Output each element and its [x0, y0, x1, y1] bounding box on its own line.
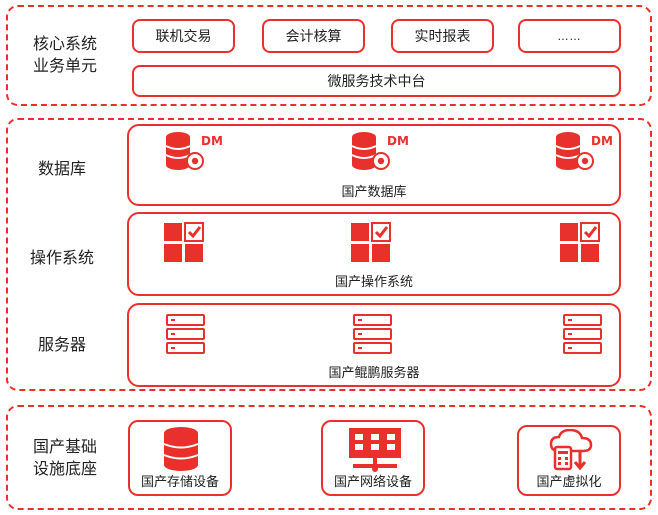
infra-item-network: 国产网络设备 — [321, 420, 425, 496]
app-box-more: …… — [518, 19, 621, 53]
core-zone-label: 核心系统 业务单元 — [32, 34, 97, 75]
platform-box: 微服务技术中台 — [132, 65, 621, 97]
dm-badge: DM — [591, 134, 613, 148]
server-panel-label: 国产鲲鹏服务器 — [328, 366, 420, 381]
infra-item-virtualization: 国产虚拟化 — [517, 425, 621, 496]
os-panel-label: 国产操作系统 — [334, 275, 413, 290]
database-panel-label: 国产数据库 — [341, 185, 407, 200]
database-icon: DM — [555, 131, 617, 173]
dm-badge: DM — [201, 134, 223, 148]
window-grid-check-icon — [350, 222, 392, 264]
middle-zone — [6, 118, 652, 391]
server-rack-icon — [166, 313, 206, 355]
infra-item-label: 国产网络设备 — [333, 475, 412, 490]
database-icon: DM — [351, 131, 413, 173]
infra-item-storage: 国产存储设备 — [128, 420, 232, 496]
app-box-realtime-report: 实时报表 — [391, 19, 494, 53]
os-label: 操作系统 — [29, 248, 94, 267]
infra-item-label: 国产虚拟化 — [536, 475, 602, 490]
server-rack-icon — [353, 313, 393, 355]
infra-zone — [6, 405, 652, 510]
window-grid-check-icon — [559, 222, 601, 264]
server-rack-icon — [563, 313, 603, 355]
core-zone — [6, 5, 652, 106]
dm-badge: DM — [387, 134, 409, 148]
app-box-online-trading: 联机交易 — [132, 19, 235, 53]
app-box-accounting: 会计核算 — [262, 19, 365, 53]
database-label: 数据库 — [37, 159, 86, 178]
virtualization-icon — [547, 428, 595, 471]
database-icon: DM — [165, 131, 227, 173]
network-icon — [347, 426, 403, 472]
window-grid-check-icon — [163, 222, 205, 264]
infra-item-label: 国产存储设备 — [140, 475, 219, 490]
infra-zone-label: 国产基础 设施底座 — [32, 437, 97, 478]
server-label: 服务器 — [37, 335, 86, 354]
storage-icon — [161, 426, 201, 472]
